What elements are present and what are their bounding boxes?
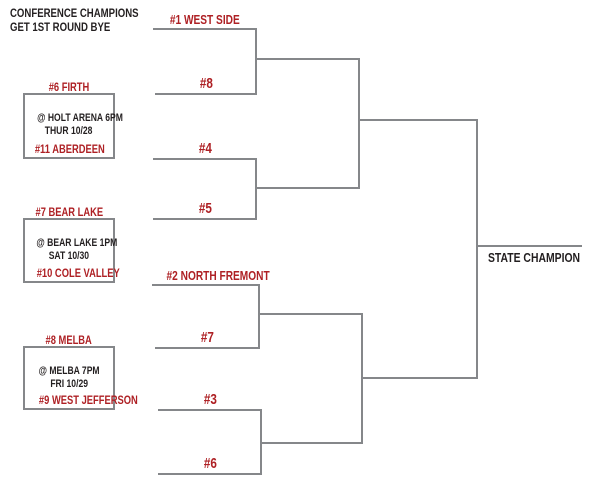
connector-qf3-vertical	[258, 284, 260, 349]
slot-4: #4	[153, 140, 257, 160]
game-info: @ MELBA 7PM FRI 10/29	[25, 365, 113, 391]
connector-qf2-vertical	[255, 158, 257, 220]
game-datetime: FRI 10/29	[50, 378, 88, 390]
slot-7: #7	[155, 329, 260, 349]
connector-qf4-winner	[260, 442, 363, 444]
team-seed-label: #9 WEST JEFFERSON	[38, 393, 138, 407]
slot-label: #7	[200, 329, 215, 346]
connector-sf2-winner	[361, 377, 478, 379]
connector-sf1-vertical	[358, 58, 360, 189]
game-datetime: SAT 10/30	[48, 250, 90, 262]
slot-5: #5	[153, 200, 257, 220]
playin-game-box-firth-aberdeen: #6 FIRTH @ HOLT ARENA 6PM THUR 10/28 #11…	[23, 80, 123, 159]
slot-label: #8	[199, 75, 213, 92]
connector-qf2-winner	[255, 187, 360, 189]
bye-note-line2: GET 1ST ROUND BYE	[10, 20, 111, 34]
game-info: @ HOLT ARENA 6PM THUR 10/28	[25, 112, 123, 138]
game-venue: @ BEAR LAKE 1PM	[36, 237, 118, 249]
state-champion-line	[476, 245, 582, 247]
slot-label: #1 WEST SIDE	[170, 12, 240, 27]
team-seed-label: #7 BEAR LAKE	[35, 205, 103, 219]
slot-1-west-side: #1 WEST SIDE	[153, 11, 257, 30]
slot-label: #4	[198, 140, 212, 157]
slot-8: #8	[155, 75, 257, 95]
connector-sf1-winner	[358, 119, 478, 121]
slot-6: #6	[158, 455, 262, 475]
slot-label: #6	[203, 455, 217, 472]
team-seed-label: #6 FIRTH	[48, 80, 90, 94]
team-seed-label: #10 COLE VALLEY	[36, 266, 120, 280]
team-seed-label: #11 ABERDEEN	[34, 142, 105, 156]
connector-qf3-winner	[258, 313, 363, 315]
bye-note: CONFERENCE CHAMPIONS GET 1ST ROUND BYE	[10, 6, 171, 34]
game-venue: @ MELBA 7PM	[38, 365, 100, 377]
connector-qf1-vertical	[255, 28, 257, 95]
bye-note-line1: CONFERENCE CHAMPIONS	[10, 6, 139, 20]
slot-label: #2 NORTH FREMONT	[166, 268, 270, 283]
game-venue: @ HOLT ARENA 6PM	[37, 112, 123, 124]
state-champion-label: STATE CHAMPION	[488, 250, 581, 265]
connector-qf1-winner	[255, 58, 360, 60]
team-seed-label: #8 MELBA	[45, 333, 93, 347]
slot-2-north-fremont: #2 NORTH FREMONT	[152, 267, 270, 286]
slot-3: #3	[158, 391, 262, 411]
slot-label: #3	[203, 391, 217, 408]
slot-label: #5	[198, 200, 212, 217]
playin-game-box-bearlake-colevalley: #7 BEAR LAKE @ BEAR LAKE 1PM SAT 10/30 #…	[23, 205, 120, 283]
game-datetime: THUR 10/28	[45, 125, 93, 137]
playin-game-box-melba-westjefferson: #8 MELBA @ MELBA 7PM FRI 10/29 #9 WEST J…	[23, 333, 138, 410]
connector-final-vertical	[476, 119, 478, 379]
game-info: @ BEAR LAKE 1PM SAT 10/30	[25, 237, 117, 263]
